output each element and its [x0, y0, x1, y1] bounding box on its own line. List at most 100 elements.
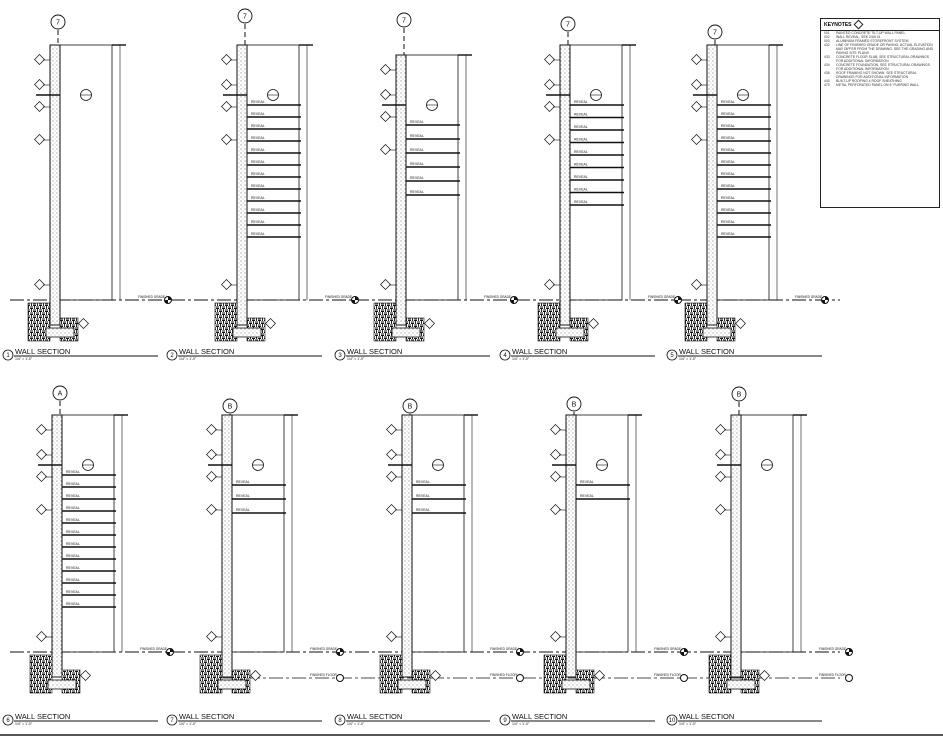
- concrete-footing: [217, 679, 247, 690]
- keynote-diamond-icon: [691, 134, 702, 145]
- keynote-diamond-icon: [36, 424, 47, 435]
- section-scale: 1/4" = 1'-0": [347, 722, 365, 726]
- soil-hatch: [708, 654, 732, 694]
- keynote-diamond-icon: [715, 631, 726, 642]
- reveal-label: REVEAL: [251, 208, 265, 212]
- elevation-marker-fill: [166, 648, 174, 656]
- keynote-diamond-icon: [715, 504, 726, 515]
- section-scale: 1/4" = 1'-0": [347, 357, 365, 361]
- wall-section-2: 7REVEALREVEALREVEALREVEALREVEALREVEALREV…: [166, 8, 359, 361]
- section-scale: 1/4" = 1'-0": [512, 357, 530, 361]
- reveal-label: REVEAL: [574, 138, 588, 142]
- grid-label: A: [58, 391, 63, 398]
- finished-grade-label: FINISHED GRADE: [819, 647, 846, 651]
- reveal-label: REVEAL: [721, 136, 735, 140]
- keynote-diamond-icon: [380, 279, 391, 290]
- concrete-wall-panel: [395, 54, 407, 326]
- section-scale: 1/4" = 1'-0": [679, 722, 697, 726]
- reveal-label: REVEAL: [236, 508, 250, 512]
- keynote-diamond-icon: [206, 449, 217, 460]
- reveal-label: REVEAL: [251, 220, 265, 224]
- soil-hatch: [27, 302, 51, 342]
- grid-bubble: [396, 12, 412, 28]
- keynote-diamond-icon: [691, 279, 702, 290]
- elevation-marker-fill: [510, 296, 518, 304]
- elevation-marker-fill: [516, 648, 524, 656]
- section-number: 6: [6, 718, 10, 724]
- reveal-label: REVEAL: [251, 112, 265, 116]
- section-number-bubble: [499, 349, 511, 361]
- section-title: WALL SECTION: [347, 347, 402, 356]
- keynote-diamond-icon: [380, 144, 391, 155]
- section-number-bubble: [666, 349, 678, 361]
- wall-elevation-outline: [231, 414, 285, 653]
- grid-label: 7: [713, 30, 717, 37]
- section-number-bubble: [334, 349, 346, 361]
- section-scale: 1/4" = 1'-0": [179, 722, 197, 726]
- concrete-footing: [232, 327, 262, 338]
- wall-elevation-outline: [405, 54, 459, 301]
- keynote-diamond-icon: [80, 670, 91, 681]
- finished-grade-label: FINISHED GRADE: [325, 295, 352, 299]
- reveal-label: REVEAL: [251, 148, 265, 152]
- wall-section-6: AREVEALREVEALREVEALREVEALREVEALREVEALREV…: [2, 385, 174, 726]
- concrete-footing: [726, 679, 756, 690]
- concrete-footing: [391, 327, 421, 338]
- keynotes-title: KEYNOTES: [824, 21, 852, 28]
- section-title: WALL SECTION: [179, 347, 234, 356]
- finished-grade-label: FINISHED GRADE: [138, 295, 165, 299]
- keynote-diamond-icon: [34, 101, 45, 112]
- keynote-diamond-icon: [386, 424, 397, 435]
- finished-grade-label: FINISHED GRADE: [140, 647, 167, 651]
- concrete-wall-panel: [565, 414, 577, 678]
- keynote-diamond-icon: [221, 134, 232, 145]
- finished-grade-label: FINISHED GRADE: [310, 647, 337, 651]
- section-title: WALL SECTION: [15, 712, 70, 721]
- finished-grade-label: FINISHED GRADE: [648, 295, 675, 299]
- section-title: WALL SECTION: [512, 347, 567, 356]
- concrete-footing: [702, 327, 732, 338]
- wall-elevation-outline: [569, 44, 623, 301]
- elevation-marker-icon: [516, 674, 524, 682]
- section-number: 2: [170, 353, 174, 359]
- section-number: 8: [338, 718, 342, 724]
- reveal-label: REVEAL: [721, 124, 735, 128]
- keynote-diamond-icon: [34, 79, 45, 90]
- reveal-label: REVEAL: [236, 480, 250, 484]
- reveal-label: REVEAL: [66, 506, 80, 510]
- grid-label: 7: [566, 22, 570, 29]
- keynote-diamond-icon: [735, 318, 746, 329]
- concrete-footing: [45, 327, 75, 338]
- keynote-diamond-icon: [691, 79, 702, 90]
- wall-elevation-outline: [716, 44, 770, 301]
- keynote-text: ROOF FRAMING NOT SHOWN. SEE STRUCTURAL D…: [836, 71, 917, 79]
- keynote-diamond-icon: [588, 318, 599, 329]
- keynote-code: 003: [824, 39, 830, 43]
- grid-bubble: [731, 386, 747, 402]
- grid-bubble: [560, 16, 576, 32]
- keynote-diamond-icon: [206, 631, 217, 642]
- grid-label: B: [408, 404, 413, 411]
- section-scale: 1/4" = 1'-0": [15, 357, 33, 361]
- soil-hatch: [537, 302, 561, 342]
- reveal-label: REVEAL: [574, 150, 588, 154]
- keynote-diamond-icon: [36, 504, 47, 515]
- reveal-label: REVEAL: [251, 184, 265, 188]
- reveal-label: REVEAL: [721, 232, 735, 236]
- wall-section-3: 7REVEALREVEALREVEALREVEALREVEALREVEALFIN…: [334, 12, 518, 361]
- section-title: WALL SECTION: [679, 347, 734, 356]
- section-scale: 1/4" = 1'-0": [15, 722, 33, 726]
- keynote-text: PAINTED CONCRETE TILT-UP WALL PANEL: [836, 31, 906, 35]
- keynote-text: CONCRETE FOUNDATION, SEE STRUCTURAL DRAW…: [836, 63, 930, 71]
- reveal-label: REVEAL: [66, 482, 80, 486]
- section-number: 3: [338, 353, 342, 359]
- reveal-label: REVEAL: [251, 232, 265, 236]
- elevation-marker-fill: [845, 648, 853, 656]
- wall-elevation-outline: [411, 414, 465, 653]
- finished-floor-label: FINISHED FLOOR: [490, 673, 517, 677]
